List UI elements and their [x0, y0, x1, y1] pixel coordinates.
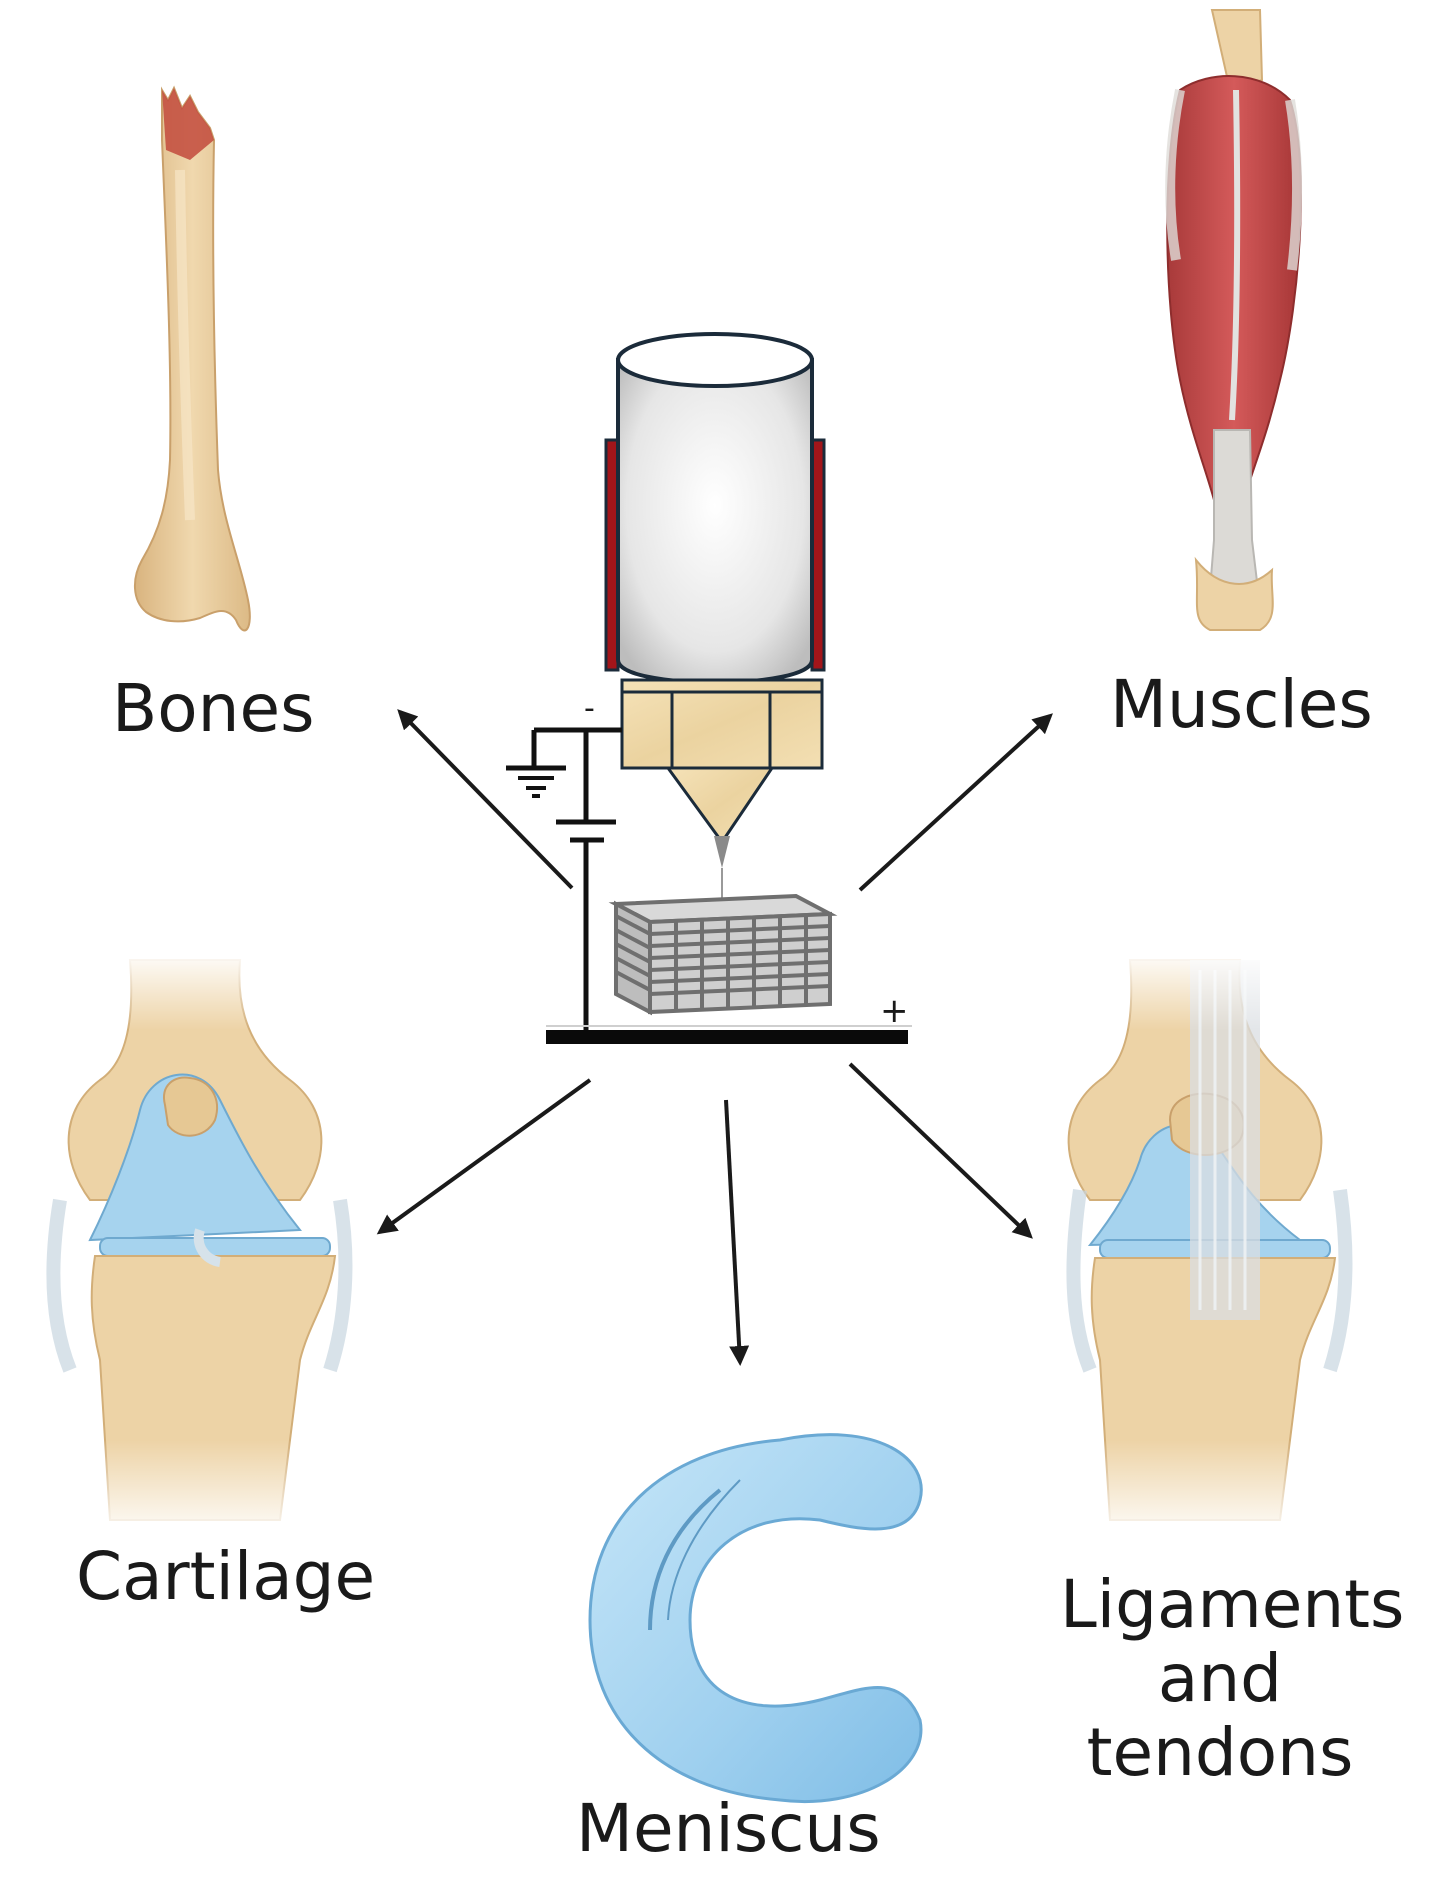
- arrow-to-ligaments: [848, 1062, 1033, 1239]
- collector-plate: [546, 1030, 908, 1044]
- meniscus-icon: [588, 1433, 923, 1803]
- knee-cartilage-icon: [40, 950, 370, 1540]
- bones-label: Bones: [112, 670, 315, 747]
- muscles-label: Muscles: [1110, 666, 1373, 743]
- ligaments-tendons-label: Ligaments and tendons: [1060, 1566, 1405, 1791]
- knee-ligament-icon: [1040, 950, 1370, 1540]
- arrow-to-muscles: [858, 713, 1053, 892]
- electrospinning-printer-icon: [604, 332, 826, 960]
- ground-symbol-icon: [518, 776, 554, 798]
- negative-terminal-label: -: [584, 691, 595, 726]
- arrows: [376, 709, 1053, 1366]
- positive-terminal-label: +: [880, 991, 909, 1031]
- broken-bone-icon: [134, 85, 251, 632]
- ligaments-label-line-1: Ligaments: [1060, 1566, 1405, 1643]
- circuit: [506, 727, 622, 1030]
- meniscus-label: Meniscus: [576, 1790, 881, 1867]
- arrow-to-bones: [397, 709, 574, 890]
- arrow-to-cartilage: [376, 1078, 592, 1235]
- scaffold-icon: [608, 893, 838, 1016]
- arrow-to-meniscus: [724, 1099, 750, 1366]
- cartilage-label: Cartilage: [76, 1538, 376, 1615]
- ligaments-label-line-3: tendons: [1086, 1714, 1354, 1791]
- ligaments-label-line-2: and: [1157, 1640, 1283, 1717]
- calf-muscle-icon: [1165, 9, 1302, 631]
